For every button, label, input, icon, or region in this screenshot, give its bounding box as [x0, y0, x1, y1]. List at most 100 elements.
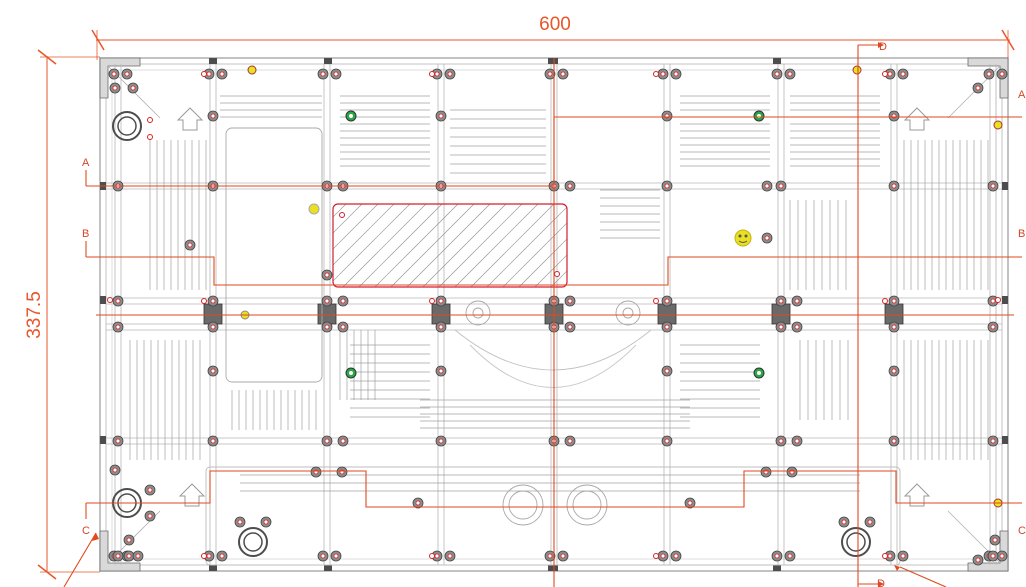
screw-icon: [888, 110, 900, 122]
screw-icon: [888, 435, 900, 447]
screw-icon: [412, 497, 424, 509]
width-dimension: 600: [91, 14, 1015, 60]
screw-icon: [987, 435, 999, 447]
screw-icon: [557, 550, 569, 562]
screw-icon: [337, 295, 349, 307]
screw-icon: [775, 321, 787, 333]
height-dimension: 337.5: [24, 49, 100, 580]
screw-icon: [336, 466, 348, 478]
section-mark-a-right: A: [1018, 89, 1026, 101]
screw-icon: [207, 365, 219, 377]
screw-icon: [544, 550, 556, 562]
screw-icon: [144, 484, 156, 496]
screw-icon: [216, 550, 228, 562]
screw-icon: [444, 550, 456, 562]
screw-icon: [775, 435, 787, 447]
screw-icon: [203, 68, 215, 80]
arrow-up-icon: [176, 107, 931, 507]
pin-icon: [147, 117, 153, 123]
screw-icon: [775, 180, 787, 192]
screw-icon: [972, 82, 984, 94]
section-arrows: [92, 42, 900, 587]
screw-icon: [317, 550, 329, 562]
screw-icon: [884, 68, 896, 80]
screw-icon: [207, 110, 219, 122]
screw-icon: [123, 550, 135, 562]
screw-icon: [661, 321, 673, 333]
screw-icon: [771, 68, 783, 80]
screw-icon: [972, 554, 984, 566]
screw-icon: [260, 516, 272, 528]
screw-icon: [897, 68, 909, 80]
module-outline: [205, 127, 901, 566]
screw-icon: [564, 180, 576, 192]
frame-connectors: [100, 58, 1008, 571]
pin-icon: [882, 553, 888, 559]
screw-icon: [207, 321, 219, 333]
screw-icon: [897, 550, 909, 562]
screw-icon: [661, 110, 673, 122]
screw-icon: [784, 550, 796, 562]
screw-icon: [888, 295, 900, 307]
screw-icon: [996, 550, 1008, 562]
height-dimension-label: 337.5: [24, 291, 45, 339]
screw-icon: [216, 68, 228, 80]
pin-icon: [653, 553, 659, 559]
section-labels: A B C D A B C D: [82, 41, 1026, 587]
screw-icon: [435, 365, 447, 377]
screw-icon: [888, 365, 900, 377]
screw-icon: [321, 269, 333, 281]
screw-icon: [760, 466, 772, 478]
pin-icon: [429, 553, 435, 559]
mounting-screws: [107, 68, 1008, 566]
screw-icon: [112, 295, 124, 307]
screw-icon: [761, 180, 773, 192]
screw-icon: [121, 68, 133, 80]
screw-icon: [184, 239, 196, 251]
pin-icon: [882, 71, 888, 77]
section-mark-b-right: B: [1018, 228, 1025, 240]
screw-icon: [321, 295, 333, 307]
pin-icon: [429, 298, 435, 304]
screw-icon: [317, 68, 329, 80]
pin-icon: [147, 134, 153, 140]
screw-icon: [864, 516, 876, 528]
screw-icon: [987, 180, 999, 192]
screw-icon: [109, 464, 121, 476]
screw-icon: [435, 321, 447, 333]
screw-icon: [784, 68, 796, 80]
screw-icon: [112, 435, 124, 447]
section-mark-c-left: C: [82, 525, 90, 537]
rib-junction: [317, 303, 337, 325]
screw-icon: [330, 68, 342, 80]
pin-icon: [882, 298, 888, 304]
screw-icon: [330, 550, 342, 562]
screw-icon: [444, 68, 456, 80]
screw-icon: [670, 550, 682, 562]
screw-icon: [989, 534, 1001, 546]
screw-icon: [435, 435, 447, 447]
pin-icon: [107, 297, 113, 303]
pin-icon: [201, 553, 207, 559]
screw-icon: [109, 82, 121, 94]
screw-icon: [983, 68, 995, 80]
screw-icon: [112, 550, 124, 562]
screw-icon: [987, 550, 999, 562]
screw-icon: [791, 435, 803, 447]
screw-icon: [888, 321, 900, 333]
screw-icon: [310, 466, 322, 478]
screw-icon: [670, 68, 682, 80]
rib-junction: [431, 303, 451, 325]
screw-icon: [684, 497, 696, 509]
screw-icon: [791, 295, 803, 307]
section-mark-d-top: D: [879, 41, 887, 53]
screw-icon: [661, 435, 673, 447]
cooling-fins: [129, 95, 989, 492]
rib-junction: [657, 303, 677, 325]
screw-icon: [564, 435, 576, 447]
screw-icon: [564, 321, 576, 333]
screw-icon: [987, 321, 999, 333]
screw-icon: [657, 68, 669, 80]
section-mark-a-left: A: [82, 157, 90, 169]
